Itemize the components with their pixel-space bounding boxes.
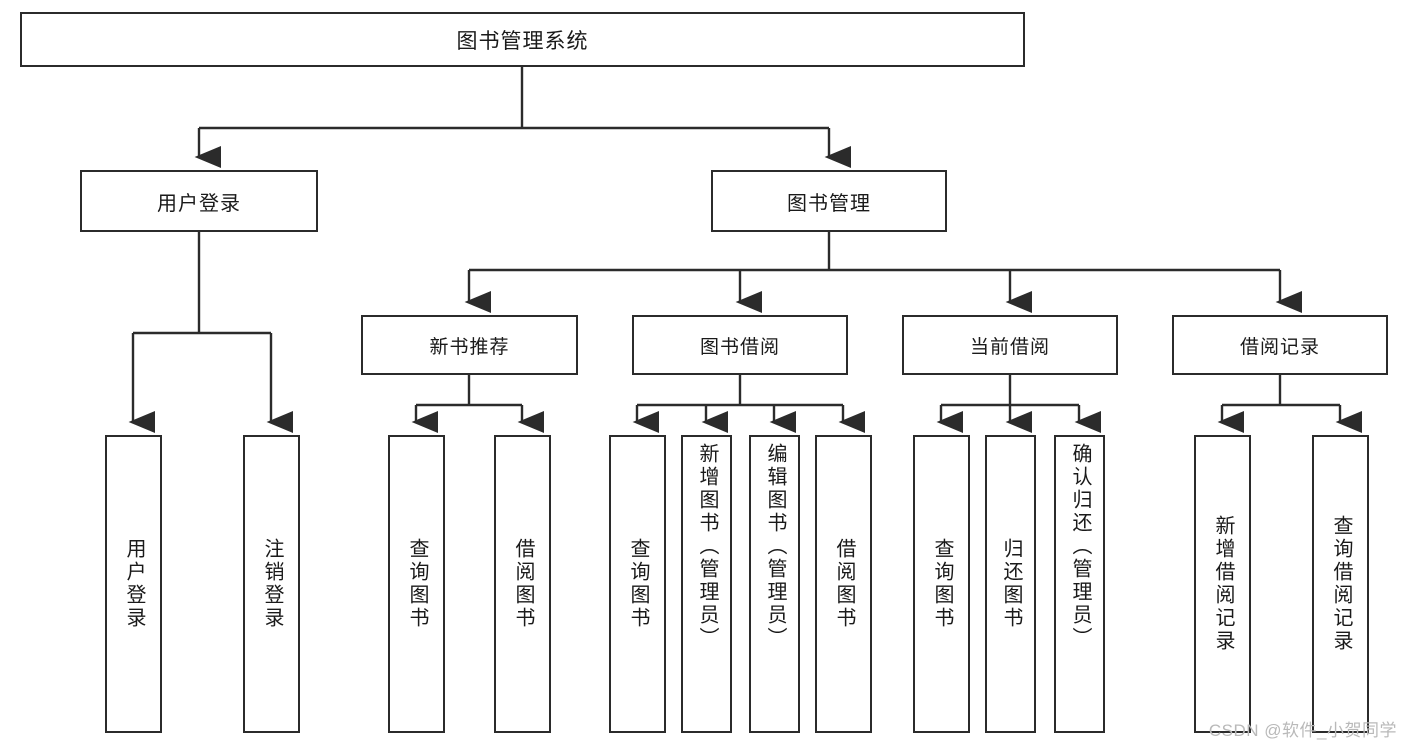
node-leaf-logout-login[interactable]: 注销登录 [243,435,300,733]
node-book-borrow[interactable]: 图书借阅 [632,315,848,375]
node-leaf-borrow-book-2[interactable]: 借阅图书 [815,435,872,733]
node-leaf-confirm-return[interactable]: 确认归还（管理员） [1054,435,1105,733]
node-leaf-borrow-book-2-label: 借阅图书 [833,538,855,630]
node-leaf-borrow-book-1-label: 借阅图书 [512,538,534,630]
node-leaf-query-book-1[interactable]: 查询图书 [388,435,445,733]
node-leaf-user-login[interactable]: 用户登录 [105,435,162,733]
node-leaf-logout-login-label: 注销登录 [261,538,283,630]
node-leaf-query-book-2[interactable]: 查询图书 [609,435,666,733]
node-leaf-add-book[interactable]: 新增图书（管理员） [681,435,732,733]
node-leaf-return-book-label: 归还图书 [1000,538,1022,630]
node-leaf-add-borrow-record[interactable]: 新增借阅记录 [1194,435,1251,733]
node-leaf-borrow-book-1[interactable]: 借阅图书 [494,435,551,733]
node-leaf-query-borrow-record-label: 查询借阅记录 [1330,515,1352,653]
node-current-borrow[interactable]: 当前借阅 [902,315,1118,375]
node-leaf-return-book[interactable]: 归还图书 [985,435,1036,733]
node-leaf-query-book-2-label: 查询图书 [627,538,649,630]
node-borrow-record-label: 借阅记录 [1239,336,1320,358]
node-leaf-user-login-label: 用户登录 [123,538,145,630]
node-user-login-label: 用户登录 [157,192,241,215]
watermark: CSDN @软件_小贺同学 [1208,721,1397,740]
node-book-management-label: 图书管理 [787,192,871,215]
node-new-book-recommend[interactable]: 新书推荐 [361,315,578,375]
node-leaf-query-book-1-label: 查询图书 [406,538,428,630]
node-leaf-query-borrow-record[interactable]: 查询借阅记录 [1312,435,1369,733]
node-leaf-confirm-return-label: 确认归还（管理员） [1069,443,1091,650]
node-new-book-recommend-label: 新书推荐 [429,336,510,358]
node-leaf-add-book-label: 新增图书（管理员） [696,443,718,650]
node-root-label: 图书管理系统 [456,29,589,53]
node-leaf-add-borrow-record-label: 新增借阅记录 [1212,515,1234,653]
node-user-login[interactable]: 用户登录 [80,170,318,232]
node-current-borrow-label: 当前借阅 [969,336,1050,358]
node-root[interactable]: 图书管理系统 [20,12,1025,67]
node-borrow-record[interactable]: 借阅记录 [1172,315,1388,375]
node-leaf-edit-book[interactable]: 编辑图书（管理员） [749,435,800,733]
node-leaf-edit-book-label: 编辑图书（管理员） [764,443,786,650]
node-leaf-query-book-3[interactable]: 查询图书 [913,435,970,733]
node-book-borrow-label: 图书借阅 [699,336,780,358]
node-book-management[interactable]: 图书管理 [711,170,947,232]
node-leaf-query-book-3-label: 查询图书 [931,538,953,630]
